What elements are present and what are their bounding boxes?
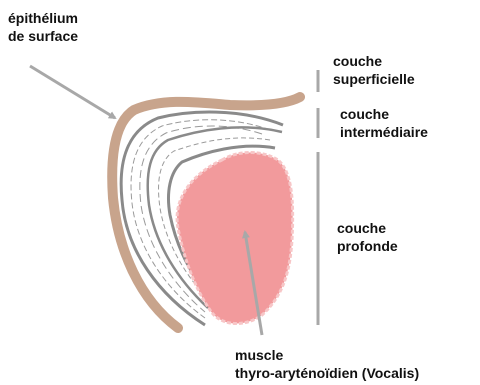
label-muscle: muscle thyro-aryténoïdien (Vocalis) <box>235 346 419 382</box>
label-superficial-layer: couche superficielle <box>333 52 415 88</box>
epithelium-arrow <box>30 66 115 118</box>
label-intermediate-layer: couche intermédiaire <box>340 105 428 141</box>
label-surface-epithelium: épithélium de surface <box>8 9 78 45</box>
label-deep-layer: couche profonde <box>337 219 398 255</box>
muscle-body <box>177 153 293 324</box>
